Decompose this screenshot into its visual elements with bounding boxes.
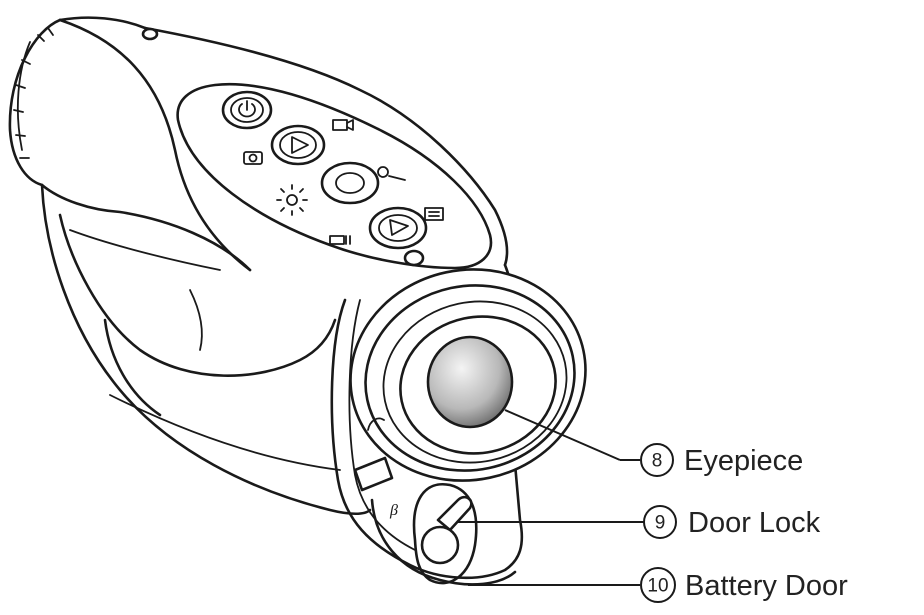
play-button[interactable] xyxy=(270,124,326,166)
down-button[interactable] xyxy=(368,206,428,250)
callout-label: Eyepiece xyxy=(684,445,803,477)
callout-number: 8 xyxy=(652,451,663,472)
callout-door-lock: 9 Door Lock xyxy=(643,505,821,539)
ok-button[interactable] xyxy=(320,161,380,205)
body-housing xyxy=(40,18,509,516)
ir-icon xyxy=(329,235,351,245)
power-button[interactable] xyxy=(221,90,273,130)
video-icon xyxy=(332,119,354,131)
callout-label: Door Lock xyxy=(688,507,821,539)
brightness-icon xyxy=(276,184,308,216)
callout-number: 10 xyxy=(647,576,668,597)
control-panel xyxy=(176,83,493,270)
callout-eyepiece: 8 Eyepiece xyxy=(640,443,803,477)
callout-number-badge xyxy=(640,443,674,477)
eyepiece-leader-line xyxy=(504,409,621,461)
hinge xyxy=(353,417,394,492)
callout-label: Battery Door xyxy=(685,570,848,602)
objective-lens-ring xyxy=(8,16,147,187)
menu-icon xyxy=(424,207,444,221)
screw xyxy=(141,27,425,267)
eyepiece-lens xyxy=(426,335,514,429)
svg-text:β: β xyxy=(389,502,398,519)
power-icon xyxy=(238,100,256,118)
callout-battery-door: 10 Battery Door xyxy=(640,567,848,603)
callout-number-badge xyxy=(643,505,677,539)
play-icon xyxy=(291,136,309,154)
door-lock[interactable]: β xyxy=(389,482,478,585)
eyepiece xyxy=(349,268,587,482)
callout-number: 9 xyxy=(655,513,666,534)
battery-door[interactable] xyxy=(370,498,517,586)
callout-number-badge xyxy=(640,567,676,603)
camera-icon xyxy=(243,151,263,165)
zoom-icon xyxy=(377,166,406,181)
